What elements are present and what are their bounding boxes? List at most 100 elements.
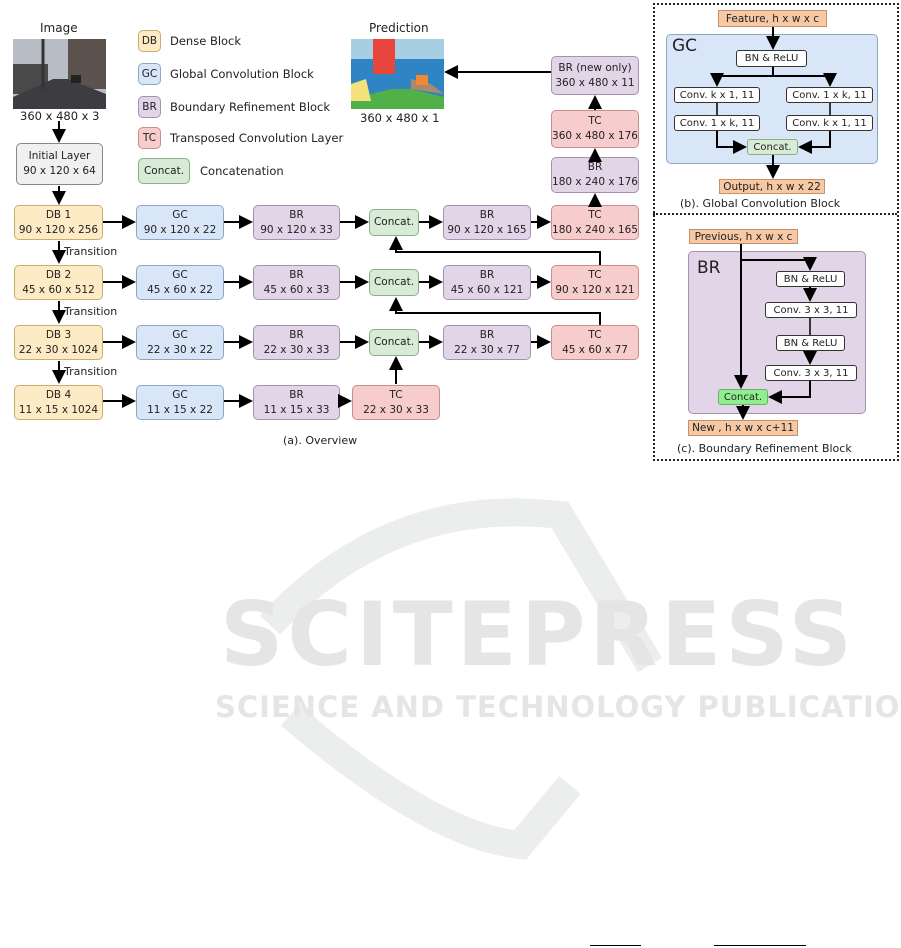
block-size: 45 x 60 x 121 bbox=[450, 283, 524, 296]
gc-caption: (b). Global Convolution Block bbox=[680, 197, 841, 210]
block-size: 45 x 60 x 77 bbox=[562, 343, 628, 356]
br-input: Previous, h x w x c bbox=[689, 229, 798, 244]
block-title: BR bbox=[479, 328, 495, 341]
legend-concat-label: Concatenation bbox=[200, 164, 284, 178]
legend-concat-swatch: Concat. bbox=[138, 158, 190, 184]
br-block-row-4: BR 11 x 15 x 33 bbox=[253, 385, 340, 420]
block-size: 11 x 15 x 22 bbox=[147, 403, 213, 416]
br-conv-1: Conv. 3 x 3, 11 bbox=[765, 302, 857, 318]
block-size: 45 x 60 x 22 bbox=[147, 283, 213, 296]
br-block-row-3: BR 22 x 30 x 77 bbox=[443, 325, 531, 360]
block-title: TC bbox=[588, 328, 602, 341]
transition-label: Transition bbox=[64, 305, 118, 318]
br-new-only-block: BR (new only)360 x 480 x 11 bbox=[551, 56, 639, 95]
block-size: 22 x 30 x 1024 bbox=[18, 343, 99, 356]
br-concat: Concat. bbox=[718, 389, 768, 405]
gc-block-title: GC bbox=[672, 36, 698, 56]
footer-rule bbox=[590, 945, 641, 946]
concat-block-row-3: Concat. bbox=[369, 329, 419, 356]
br-output: New , h x w x c+11 bbox=[688, 420, 798, 436]
br-bn-relu-2: BN & ReLU bbox=[776, 335, 845, 351]
legend-tc-swatch: TC bbox=[138, 127, 161, 149]
block-title: GC bbox=[172, 388, 188, 401]
detail-panels-frame bbox=[653, 3, 899, 461]
br-conv-2: Conv. 3 x 3, 11 bbox=[765, 365, 857, 381]
concat-block-row-2: Concat. bbox=[369, 269, 419, 296]
gc-left-conv-1: Conv. k x 1, 11 bbox=[674, 87, 760, 103]
block-size: 11 x 15 x 1024 bbox=[18, 403, 99, 416]
gc-concat: Concat. bbox=[747, 139, 798, 155]
db-block-row-2: DB 2 45 x 60 x 512 bbox=[14, 265, 103, 300]
br-block-row-1: BR 90 x 120 x 165 bbox=[443, 205, 531, 240]
db-block-row-4: DB 4 11 x 15 x 1024 bbox=[14, 385, 103, 420]
block-title: GC bbox=[172, 268, 188, 281]
gc-output: Output, h x w x 22 bbox=[719, 179, 825, 194]
prediction-size: 360 x 480 x 1 bbox=[360, 111, 440, 125]
overview-caption: (a). Overview bbox=[283, 434, 358, 447]
block-title: BR bbox=[479, 208, 495, 221]
initial-layer-size: 90 x 120 x 64 bbox=[23, 165, 96, 177]
block-size: 90 x 120 x 22 bbox=[143, 223, 217, 236]
block-title: BR bbox=[289, 268, 304, 281]
block-title: BR bbox=[289, 208, 304, 221]
gc-block-row-2: GC 45 x 60 x 22 bbox=[136, 265, 224, 300]
block-title: BR bbox=[479, 268, 495, 281]
tc-block-row-2: TC 90 x 120 x 121 bbox=[551, 265, 639, 300]
br-caption: (c). Boundary Refinement Block bbox=[677, 442, 852, 455]
gc-left-conv-2: Conv. 1 x k, 11 bbox=[674, 115, 760, 131]
block-size: 180 x 240 x 176 bbox=[552, 176, 638, 188]
br-block-row-2: BR 45 x 60 x 33 bbox=[253, 265, 340, 300]
watermark-book-icon bbox=[259, 498, 663, 860]
block-title: DB 2 bbox=[45, 268, 72, 281]
legend-gc-swatch: GC bbox=[138, 63, 161, 85]
legend-db-swatch: DB bbox=[138, 30, 161, 52]
legend-br-label: Boundary Refinement Block bbox=[170, 100, 331, 114]
concat-block-row-1: Concat. bbox=[369, 209, 419, 236]
block-size: 90 x 120 x 121 bbox=[555, 283, 635, 296]
block-title: TC bbox=[389, 388, 403, 401]
block-title: GC bbox=[172, 328, 188, 341]
block-size: 180 x 240 x 165 bbox=[552, 223, 638, 236]
gc-right-conv-2: Conv. k x 1, 11 bbox=[786, 115, 873, 131]
block-title: TC bbox=[588, 268, 602, 281]
transition-label: Transition bbox=[64, 365, 118, 378]
block-title: TC bbox=[588, 115, 602, 127]
prediction-label: Prediction bbox=[369, 21, 429, 35]
block-title: BR bbox=[587, 161, 603, 173]
block-size: 45 x 60 x 512 bbox=[22, 283, 95, 296]
block-size: 22 x 30 x 77 bbox=[454, 343, 520, 356]
image-size: 360 x 480 x 3 bbox=[20, 109, 100, 123]
db-block-row-1: DB 1 90 x 120 x 256 bbox=[14, 205, 103, 240]
input-street-image bbox=[13, 39, 106, 109]
legend-db-label: Dense Block bbox=[170, 34, 242, 48]
watermark-title: SCITEPRESS bbox=[220, 583, 857, 686]
block-size: 11 x 15 x 33 bbox=[263, 403, 330, 416]
block-title: DB 1 bbox=[45, 208, 72, 221]
block-size: 360 x 480 x 176 bbox=[552, 130, 638, 142]
gc-bn-relu: BN & ReLU bbox=[736, 50, 807, 67]
block-size: 22 x 30 x 22 bbox=[147, 343, 213, 356]
image-label: Image bbox=[40, 21, 78, 35]
block-size: 90 x 120 x 256 bbox=[18, 223, 99, 236]
legend-br-swatch: BR bbox=[138, 96, 161, 118]
panel-divider bbox=[653, 213, 897, 215]
initial-layer: Initial Layer 90 x 120 x 64 bbox=[16, 143, 103, 185]
legend-gc-label: Global Convolution Block bbox=[170, 67, 314, 81]
block-title: BR bbox=[289, 328, 304, 341]
block-size: 90 x 120 x 165 bbox=[447, 223, 527, 236]
block-size: 45 x 60 x 33 bbox=[263, 283, 330, 296]
initial-layer-title: Initial Layer bbox=[28, 150, 91, 162]
block-title: DB 4 bbox=[45, 388, 72, 401]
tc-block-upper: TC 360 x 480 x 176 bbox=[551, 110, 639, 148]
block-size: 90 x 120 x 33 bbox=[260, 223, 333, 236]
gc-block-row-4: GC 11 x 15 x 22 bbox=[136, 385, 224, 420]
block-title: BR bbox=[289, 388, 304, 401]
block-size: 360 x 480 x 11 bbox=[555, 76, 635, 89]
transition-label: Transition bbox=[64, 245, 118, 258]
